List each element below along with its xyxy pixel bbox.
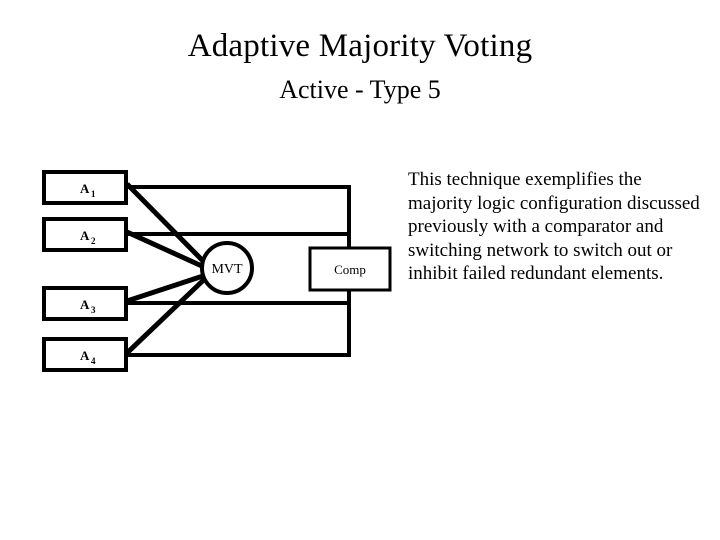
line-a1-to-mvt (125, 182, 207, 265)
line-a2-to-mvt (125, 229, 206, 270)
block-a4-box (42, 337, 128, 372)
page-title: Adaptive Majority Voting (187, 28, 533, 64)
block-a4[interactable]: A 4 (42, 337, 128, 372)
block-a2[interactable]: A 2 (42, 217, 128, 252)
comparator-node[interactable]: Comp (308, 246, 392, 292)
block-a4-subscript: 4 (91, 356, 96, 366)
line-a4-to-mvt (125, 270, 214, 355)
voter-label: MVT (211, 262, 243, 277)
block-a1-label: A (80, 181, 90, 196)
voter-circle (200, 241, 254, 295)
block-a3-box (42, 286, 128, 321)
block-a3-subscript: 3 (91, 305, 96, 315)
block-a3[interactable]: A 3 (42, 286, 128, 321)
block-a2-box (42, 217, 128, 252)
block-a1-subscript: 1 (91, 189, 96, 199)
page-subtitle: Active - Type 5 (279, 75, 441, 104)
comparator-label: Comp (334, 262, 366, 277)
body-paragraph: This technique exemplifies the majority … (408, 169, 700, 284)
voter-node-mvt[interactable]: MVT (200, 241, 254, 295)
line-a3-to-mvt (126, 272, 207, 304)
title-block: Adaptive Majority Voting Active - Type 5 (0, 26, 720, 107)
block-a2-label: A (80, 228, 90, 243)
block-diagram: A 1 A 2 A 3 A 4 (0, 150, 400, 390)
block-a4-label: A (80, 348, 90, 363)
body-text-block: This technique exemplifies the majority … (408, 168, 708, 286)
block-a1[interactable]: A 1 (42, 170, 128, 205)
comparator-box (308, 246, 392, 292)
block-a1-box (42, 170, 128, 205)
diagram-svg: A 1 A 2 A 3 A 4 (42, 170, 392, 372)
connector-lines (125, 182, 351, 357)
block-a2-subscript: 2 (91, 236, 96, 246)
block-a3-label: A (80, 297, 90, 312)
